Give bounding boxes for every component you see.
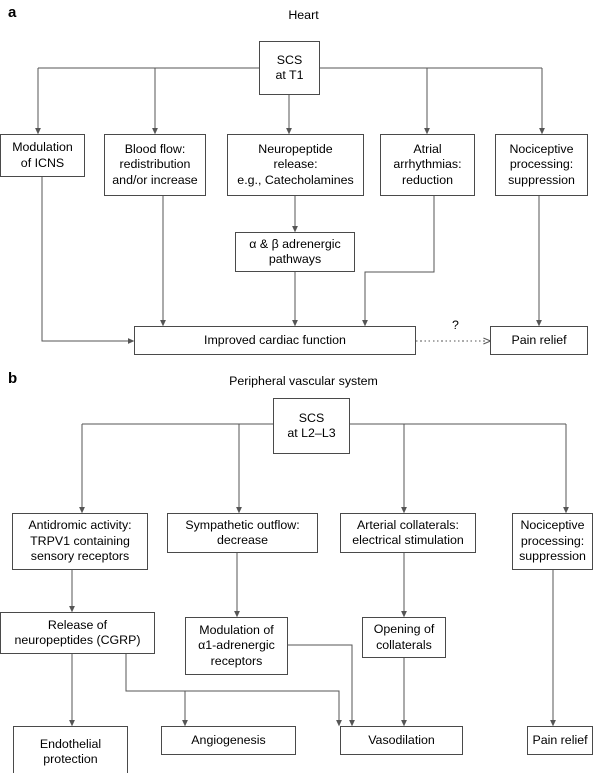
node-pain-relief-a[interactable]: Pain relief <box>490 326 588 355</box>
node-label: Angiogenesis <box>191 732 266 747</box>
node-arterial-collaterals[interactable]: Arterial collaterals:electrical stimulat… <box>340 513 476 553</box>
node-label: Improved cardiac function <box>204 332 346 347</box>
node-pain-relief-b[interactable]: Pain relief <box>527 726 593 755</box>
node-label: Pain relief <box>532 732 588 747</box>
panel-title-peripheral-vascular-system: Peripheral vascular system <box>229 374 378 388</box>
node-label: Arterial collaterals:electrical stimulat… <box>352 517 464 548</box>
panel-letter-b: b <box>8 370 18 387</box>
node-sympathetic-outflow[interactable]: Sympathetic outflow:decrease <box>167 513 318 553</box>
panel-title-heart: Heart <box>288 8 319 22</box>
node-label: Pain relief <box>511 332 567 347</box>
node-improved-cardiac-function[interactable]: Improved cardiac function <box>134 326 416 355</box>
node-label: Sympathetic outflow:decrease <box>185 517 300 548</box>
panel-letter-a: a <box>8 4 17 21</box>
node-angiogenesis[interactable]: Angiogenesis <box>161 726 296 755</box>
node-vasodilation[interactable]: Vasodilation <box>340 726 463 755</box>
uncertain-link-question-mark: ? <box>452 318 459 332</box>
node-label: Vasodilation <box>368 732 435 747</box>
